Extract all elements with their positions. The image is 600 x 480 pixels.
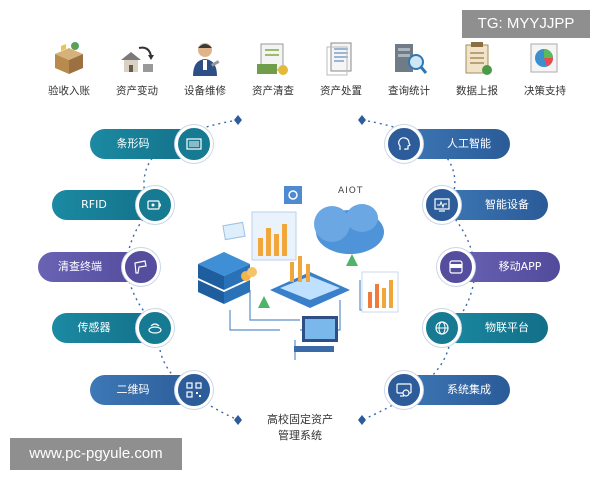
bar-chart-panel-icon [251,211,297,261]
arc-end-diamond [234,115,242,125]
platform-icon [270,256,350,308]
sensor-icon [148,323,162,334]
technician-icon [193,43,220,76]
arc-end-diamond [358,115,366,125]
card-icon [222,221,246,241]
module-disposal[interactable]: 资产处置 [304,40,378,98]
ai-head-icon [398,137,411,150]
analytics-screen-icon [361,271,399,313]
integration-badge [385,371,423,409]
mobile-app-badge [437,248,475,286]
barcode-icon [186,138,202,150]
center-title: 高校固定资产 管理系统 [267,413,333,442]
document-icon [326,42,352,76]
watermark-tg: TG: MYYJJPP [462,10,590,38]
tree-icon [346,254,358,266]
rfid-icon [147,200,162,210]
app-icon [449,260,463,274]
gear-icon [284,186,302,204]
cloud-icon [314,204,384,254]
module-inventory[interactable]: 资产清查 [236,40,310,98]
scanner-badge [122,248,160,286]
globe-icon [435,321,449,335]
aiot-label: AIOT [338,186,364,196]
center-illustration [198,186,399,360]
arc-end-diamond [358,415,366,425]
report-icon [465,42,492,75]
watermark-url: www.pc-pgyule.com [10,438,182,470]
module-query[interactable]: 查询统计 [372,40,446,98]
scanner-icon [134,260,147,274]
module-repair[interactable]: 设备维修 [168,40,242,98]
sensor-badge [136,309,174,347]
monitor-wave-icon [434,198,450,212]
ai-badge [385,125,423,163]
arc-end-diamond [234,415,242,425]
qrcode-badge [175,371,213,409]
tree-icon [258,296,270,308]
inventory-money-icon [257,43,288,75]
qrcode-icon [186,382,202,398]
computer-monitor-icon [294,316,338,352]
pie-chart-icon [530,43,558,73]
box-icon [55,42,83,74]
house-transfer-icon [121,46,154,72]
iot-platform-badge [423,309,461,347]
module-asset-change[interactable]: 资产变动 [100,40,174,98]
rfid-badge [136,186,174,224]
server-search-icon [395,44,428,74]
module-acceptance[interactable]: 验收入账 [32,40,106,98]
server-stack-icon [198,252,250,304]
smart-device-badge [423,186,461,224]
module-decision[interactable]: 决策支持 [508,40,582,98]
integration-icon [396,383,412,397]
barcode-badge [175,125,213,163]
module-report[interactable]: 数据上报 [440,40,514,98]
